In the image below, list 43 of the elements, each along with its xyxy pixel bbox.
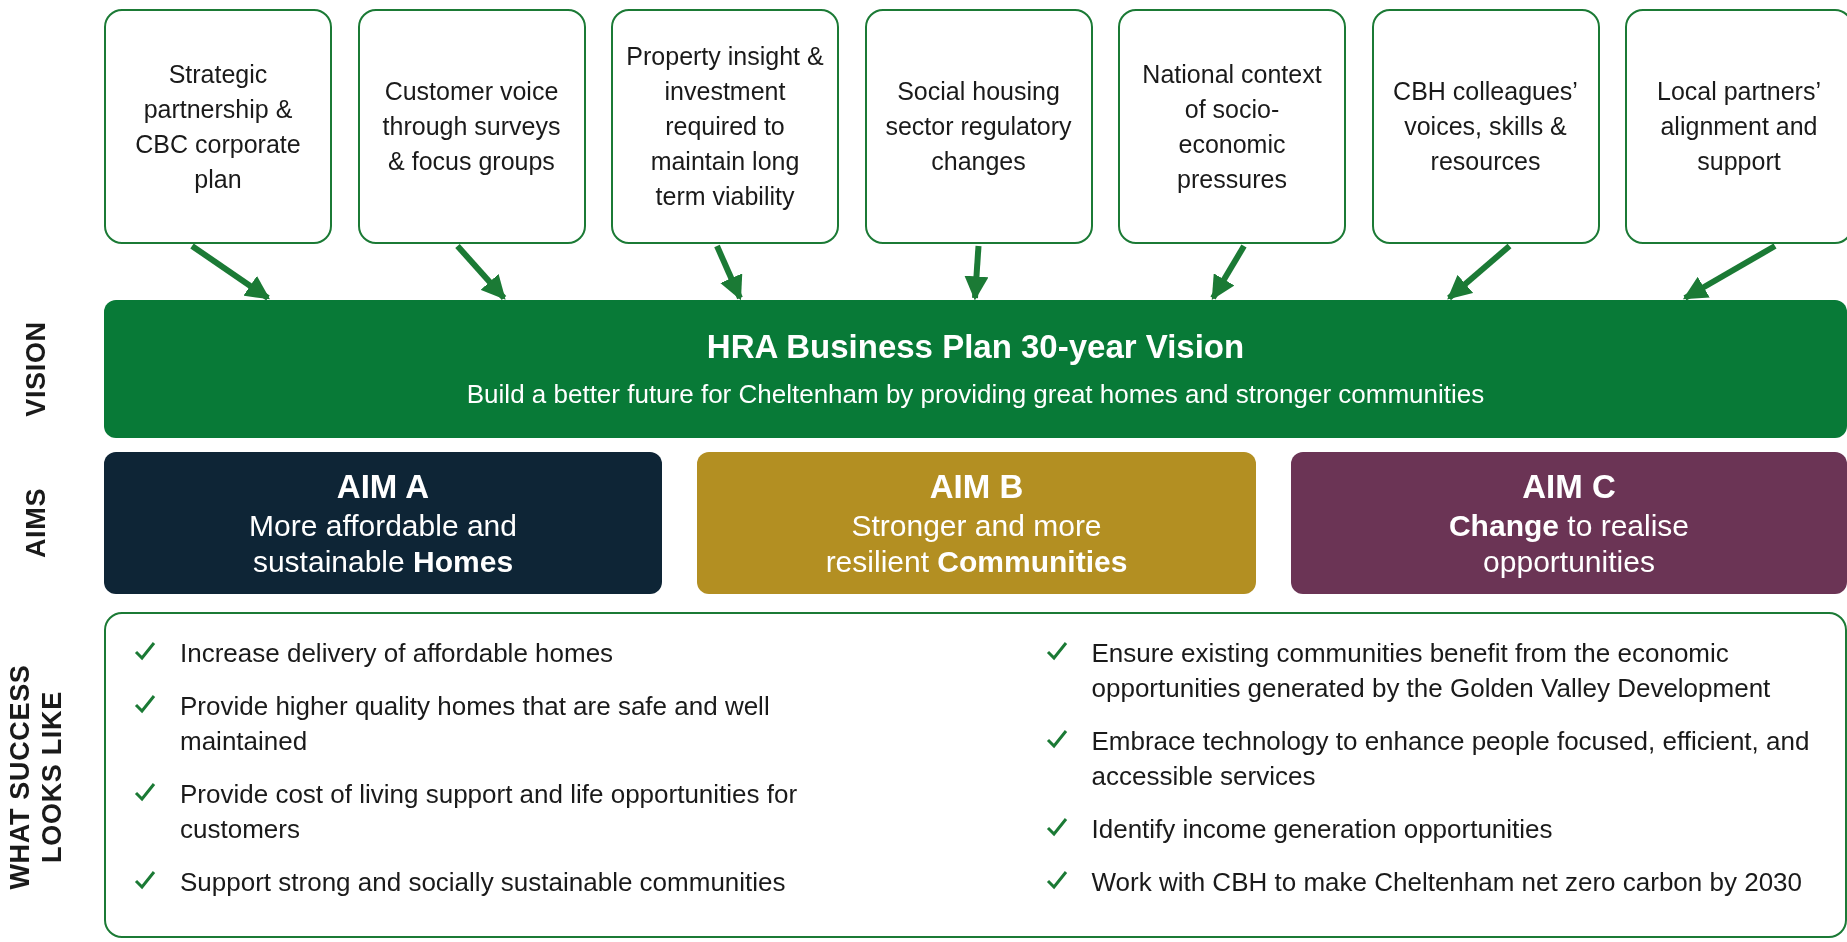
aim-title: AIM C (1522, 467, 1616, 507)
vision-title: HRA Business Plan 30-year Vision (706, 327, 1245, 367)
arrow (1682, 243, 1777, 301)
section-label: WHAT SUCCESS LOOKS LIKE (4, 663, 68, 892)
arrow (455, 244, 507, 300)
arrow (190, 243, 270, 301)
vision-banner (104, 300, 1847, 438)
input-box (1625, 9, 1847, 244)
aim-box (697, 452, 1256, 594)
aim-description: Stronger and more resilient Communities (824, 508, 1129, 580)
success-item: Ensure existing communities benefit from the economic opportunities generated by the Golden Valley Development (1091, 637, 1772, 705)
input-text: Property insight & investment required to maintain long term viability (625, 41, 825, 212)
aim-box (1291, 452, 1847, 594)
success-item: Provide cost of living support and life opportunities for customers (180, 778, 799, 846)
input-box (1118, 9, 1346, 244)
arrow (1447, 243, 1512, 301)
input-box (357, 9, 586, 244)
vision-statement: Build a better future for Cheltenham by providing great homes and stronger communities (466, 378, 1485, 411)
input-box (864, 9, 1093, 244)
success-item: Provide higher quality homes that are safe and well maintained (180, 690, 771, 758)
success-item: Embrace technology to enhance people focused, efficient, and accessible services (1091, 725, 1811, 793)
input-box (1371, 9, 1600, 244)
aim-title: AIM B (929, 467, 1024, 507)
input-text: Social housing sector regulatory changes (884, 76, 1073, 177)
success-panel (104, 612, 1847, 938)
input-text: Strategic partnership & CBC corporate plan (134, 58, 302, 195)
aim-box (104, 452, 662, 594)
aim-title: AIM A (336, 467, 430, 507)
aim-description: Change to realise opportunities (1447, 508, 1691, 580)
input-text: Local partners’ alignment and support (1656, 76, 1822, 177)
arrow (1210, 244, 1247, 301)
input-text: National context of socio-economic pressures (1141, 58, 1323, 195)
success-item: Identify income generation opportunities (1091, 813, 1553, 846)
success-item: Increase delivery of affordable homes (180, 637, 614, 670)
success-item: Support strong and socially sustainable communities (180, 866, 786, 899)
input-box (104, 9, 332, 244)
success-item: Work with CBH to make Cheltenham net zero carbon by 2030 (1091, 866, 1803, 899)
input-text: Customer voice through surveys & focus groups (381, 76, 562, 177)
input-text: CBH colleagues’ voices, skills & resources (1392, 76, 1579, 177)
arrow (964, 245, 989, 301)
aim-description: More affordable and sustainable Homes (248, 508, 518, 580)
input-box (611, 9, 839, 244)
arrow (714, 244, 743, 301)
